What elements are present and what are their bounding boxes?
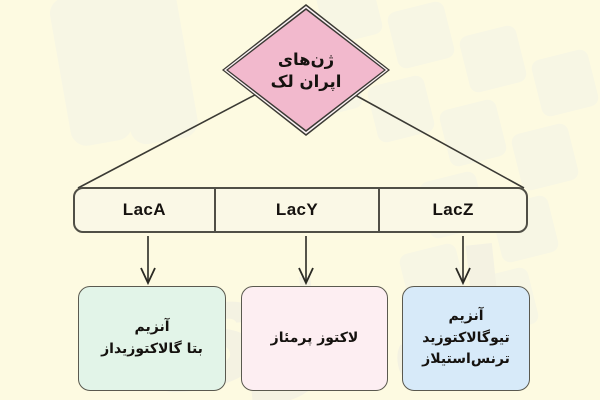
- lac-gene-bar: LacZ LacY LacA: [73, 187, 528, 233]
- product-line-3: ترنس‌استیلاز: [422, 351, 510, 368]
- gene-label-lacy: LacY: [275, 200, 319, 219]
- diamond-line-2: اپران لک: [270, 71, 342, 91]
- diamond-line-1: ژن‌های: [277, 49, 335, 69]
- arrow-lacy: [298, 236, 314, 286]
- gene-segment-lacz[interactable]: LacZ: [378, 189, 526, 231]
- gene-segment-laca[interactable]: LacA: [75, 189, 214, 231]
- product-box-thiogalactoside-transacetylase[interactable]: آنزیم تیوگالاکتوزید ترنس‌استیلاز: [402, 286, 530, 391]
- gene-segment-lacy[interactable]: LacY: [213, 189, 379, 231]
- lac-operon-genes-node[interactable]: ژن‌های اپران لک: [222, 4, 390, 136]
- product-line-1: آنزیم: [448, 308, 484, 325]
- product-box-beta-galactosidase[interactable]: آنزیم بتا گالاکتوزیداز: [78, 286, 226, 391]
- product-box-lactose-permease[interactable]: لاکتوز پرمئاز: [241, 286, 388, 391]
- product-line-2: بتا گالاکتوزیداز: [101, 340, 203, 357]
- arrow-laca: [455, 236, 471, 286]
- product-line-2: تیوگالاکتوزید: [422, 329, 510, 346]
- diamond-face: ژن‌های اپران لک: [228, 10, 384, 130]
- product-line-1: لاکتوز پرمئاز: [270, 329, 359, 346]
- product-line-1: آنزیم: [134, 319, 170, 335]
- arrow-lacz: [140, 236, 156, 286]
- gene-label-laca: LacA: [122, 200, 166, 219]
- gene-label-lacz: LacZ: [432, 200, 474, 219]
